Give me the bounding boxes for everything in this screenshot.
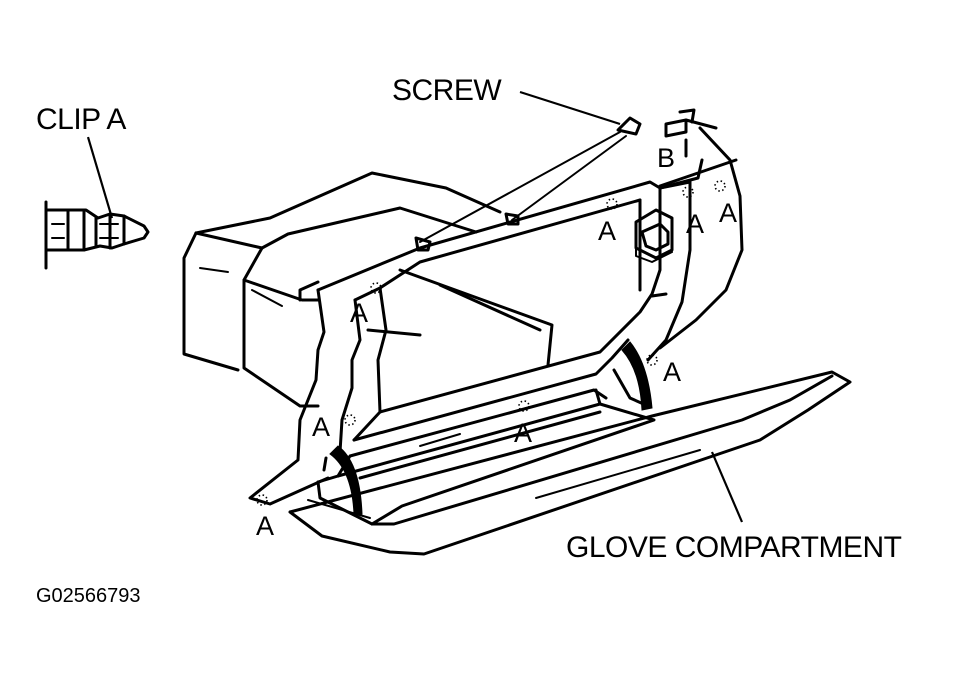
door-straps-drawing — [322, 341, 653, 515]
marker-a: A — [514, 418, 532, 448]
latch-drawing — [634, 208, 674, 263]
marker-a: A — [719, 198, 737, 228]
glove-compartment-door-drawing — [288, 370, 852, 556]
compartment-box-drawing — [182, 171, 554, 408]
marker-a: A — [686, 209, 704, 239]
clip-location-dots — [256, 180, 726, 506]
glove-compartment-label: GLOVE COMPARTMENT — [566, 531, 902, 564]
screw-drawing — [414, 116, 642, 252]
clip-a-leader-line — [86, 136, 114, 219]
screw-leader-line — [519, 90, 621, 126]
glove-compartment-leader-line — [710, 451, 744, 523]
clip-a-drawing — [44, 200, 150, 270]
clip-a-label: CLIP A — [36, 103, 126, 136]
marker-a: A — [663, 357, 681, 387]
marker-a: A — [598, 216, 616, 246]
figure-id: G02566793 — [36, 585, 141, 607]
screw-label: SCREW — [392, 74, 502, 107]
dash-frame-drawing — [248, 108, 744, 506]
marker-a: A — [256, 511, 274, 541]
marker-a: A — [312, 412, 330, 442]
marker-a: A — [350, 298, 368, 328]
marker-b: B — [657, 143, 675, 173]
